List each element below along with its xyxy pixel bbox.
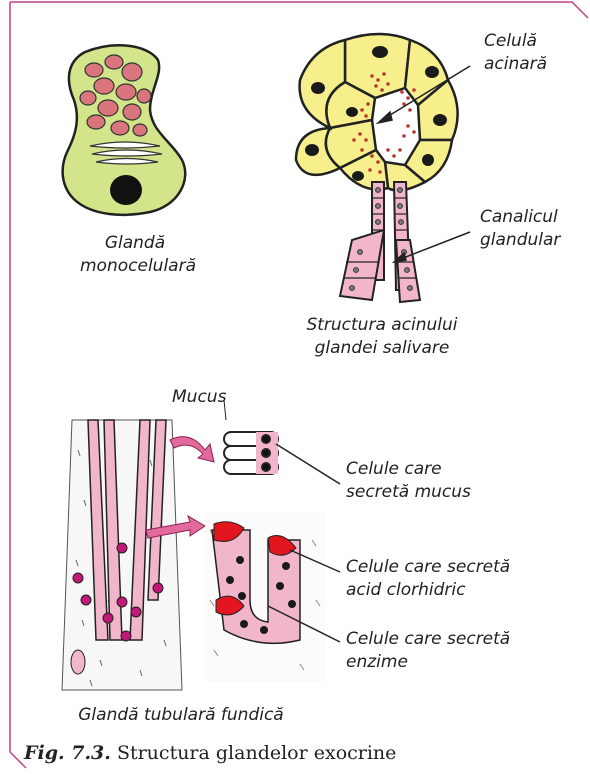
label-mucus: Mucus [172,386,226,409]
goblet-nucleus [110,175,142,205]
glandular-duct [340,182,420,302]
tubule-zoom [205,512,325,682]
mucus-cells [224,432,278,474]
label-acinus-structure: Structura acinului glandei salivare [282,314,482,360]
figure-caption: Fig. 7.3. Structura glandelor exocrine [24,742,396,764]
label-acinar-cell: Celulă acinară [484,30,547,76]
blood-vessel [71,650,85,674]
golgi-apparatus [90,142,162,164]
label-hcl-cells: Celule care secretă acid clorhidric [346,556,510,602]
pointer-mucus [276,444,340,484]
tubular-gland [62,420,182,690]
label-mucus-cells: Celule care secretă mucus [346,458,471,504]
figure-title: Structura glandelor exocrine [117,742,396,764]
label-glandular-canal: Canalicul glandular [480,206,560,252]
figure-number: Fig. 7.3. [24,742,111,764]
label-enzyme-cells: Celule care secretă enzime [346,628,510,674]
salivary-acinus [296,34,458,302]
label-tubular-gland: Glandă tubulară fundică [56,704,306,727]
label-unicellular-gland: Glandă monocelulară [80,232,190,278]
unicellular-gland [63,45,186,215]
